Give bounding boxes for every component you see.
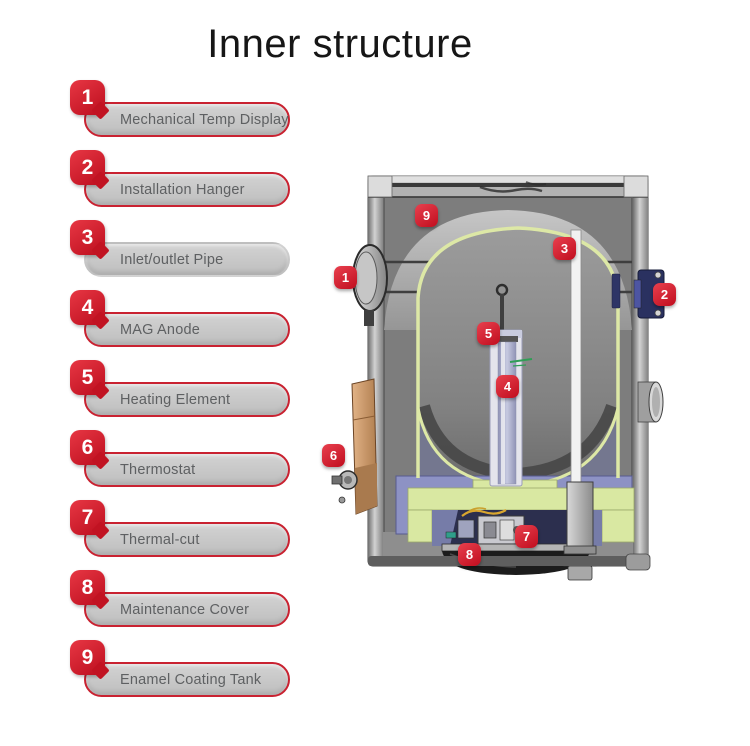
flange-beam: [407, 487, 635, 511]
legend-item-5: 5 Heating Element: [70, 360, 315, 417]
legend-item-7: 7 Thermal-cut: [70, 500, 315, 557]
diagram-marker-3: 3: [553, 237, 576, 260]
wires: [461, 509, 507, 517]
legend-number-badge: 5: [70, 360, 105, 395]
page-title: Inner structure: [207, 22, 473, 66]
legend-label-pill: Inlet/outlet Pipe: [84, 242, 290, 277]
legend-item-6: 6 Thermostat: [70, 430, 315, 487]
flange-col-right: [601, 509, 635, 543]
diagram-marker-6: 6: [322, 444, 345, 467]
anode-tube: [497, 341, 517, 485]
legend-item-4: 4 MAG Anode: [70, 290, 315, 347]
casing-rail-right: [633, 176, 648, 564]
heater-illustration: [331, 175, 665, 581]
legend-label: MAG Anode: [120, 321, 200, 338]
legend-number-badge: 4: [70, 290, 105, 325]
outlet-pipe: [566, 481, 594, 555]
legend-label: Enamel Coating Tank: [120, 671, 262, 688]
legend-number-badge: 8: [70, 570, 105, 605]
legend-item-8: 8 Maintenance Cover: [70, 570, 315, 627]
diagram-marker-5: 5: [477, 322, 500, 345]
flange-col-left: [407, 509, 433, 543]
legend-label-pill: Thermal-cut: [84, 522, 290, 557]
legend-label: Inlet/outlet Pipe: [120, 251, 224, 268]
legend-number-badge: 2: [70, 150, 105, 185]
legend-item-9: 9 Enamel Coating Tank: [70, 640, 315, 697]
diagram-marker-9: 9: [415, 204, 438, 227]
legend-number-badge: 9: [70, 640, 105, 675]
legend-number-badge: 7: [70, 500, 105, 535]
diagram-marker-4: 4: [496, 375, 519, 398]
legend-label: Thermostat: [120, 461, 196, 478]
legend-label: Thermal-cut: [120, 531, 200, 548]
legend-label-pill: Heating Element: [84, 382, 290, 417]
legend-label-pill: Thermostat: [84, 452, 290, 487]
enamel-lining-wall: [416, 226, 620, 478]
legend-label-pill: Installation Hanger: [84, 172, 290, 207]
legend-label-pill: MAG Anode: [84, 312, 290, 347]
legend: 1 Mechanical Temp Display 2 Installation…: [70, 80, 315, 710]
legend-number-badge: 6: [70, 430, 105, 465]
legend-label-pill: Mechanical Temp Display: [84, 102, 290, 137]
dip-tube: [570, 229, 582, 483]
legend-label-pill: Enamel Coating Tank: [84, 662, 290, 697]
legend-item-1: 1 Mechanical Temp Display: [70, 80, 315, 137]
legend-label: Installation Hanger: [120, 181, 245, 198]
anode-rod: [500, 294, 504, 334]
legend-item-2: 2 Installation Hanger: [70, 150, 315, 207]
legend-label: Mechanical Temp Display: [120, 111, 289, 128]
legend-label: Maintenance Cover: [120, 601, 250, 618]
diagram-marker-8: 8: [458, 543, 481, 566]
legend-item-3: 3 Inlet/outlet Pipe: [70, 220, 315, 277]
legend-label: Heating Element: [120, 391, 231, 408]
legend-number-badge: 1: [70, 80, 105, 115]
diagram-marker-7: 7: [515, 525, 538, 548]
legend-number-badge: 3: [70, 220, 105, 255]
diagram-marker-2: 2: [653, 283, 676, 306]
diagram-marker-1: 1: [334, 266, 357, 289]
legend-label-pill: Maintenance Cover: [84, 592, 290, 627]
